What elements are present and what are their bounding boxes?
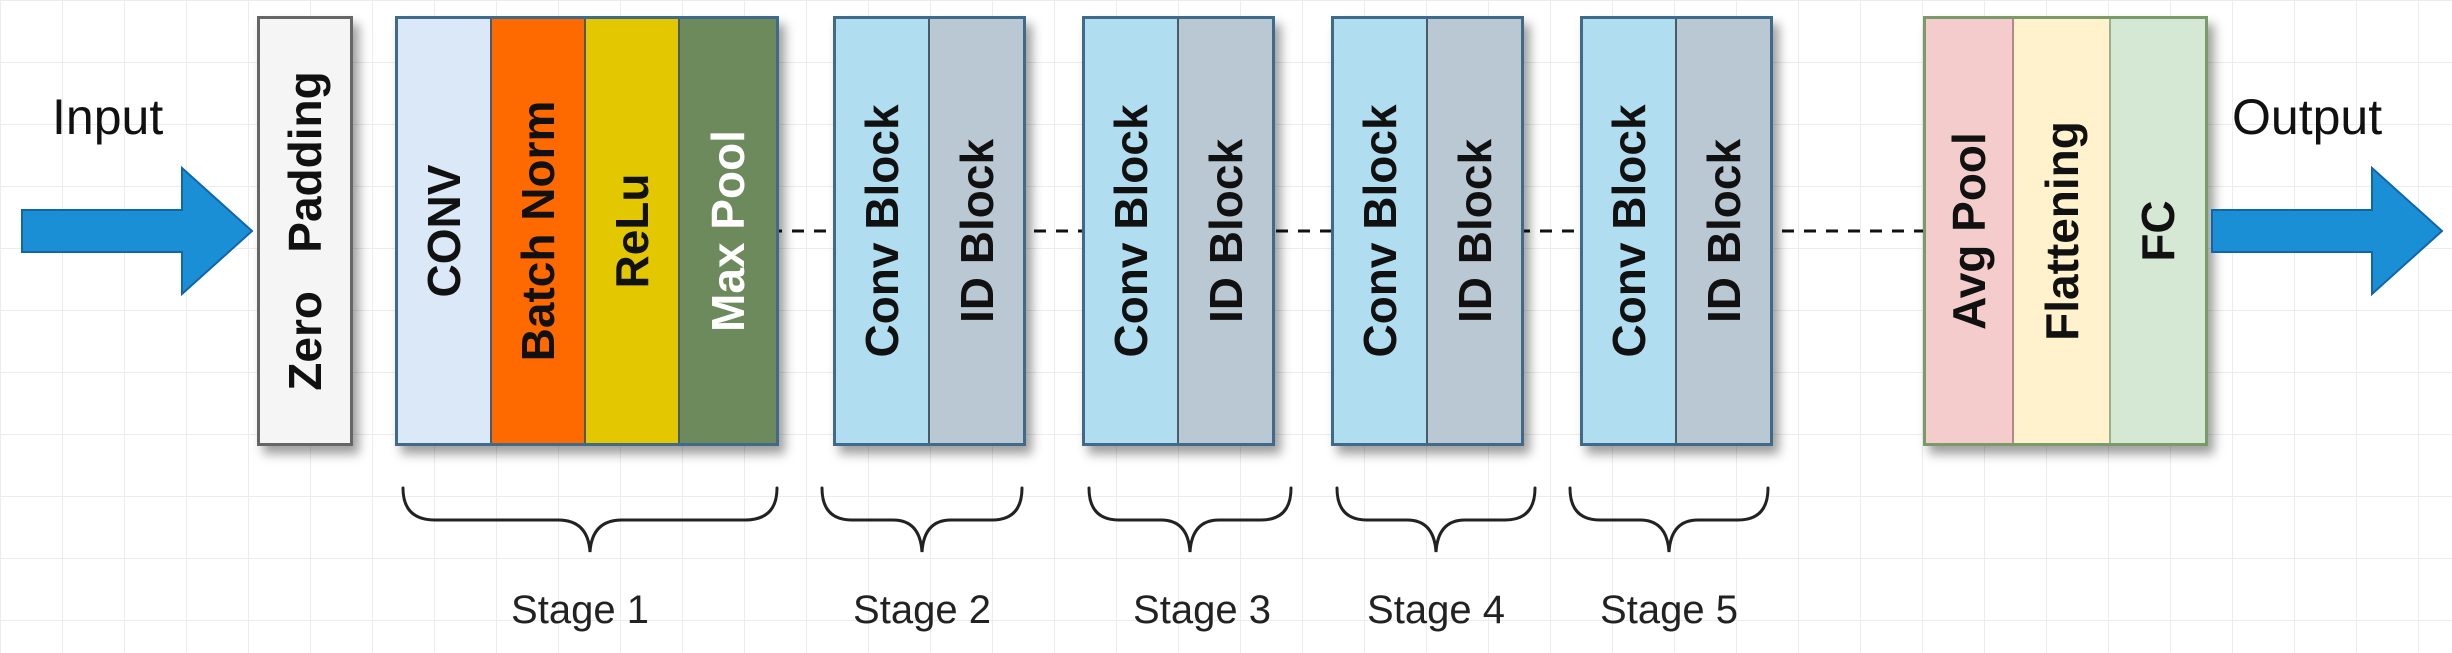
stage4-id-block-cell: ID Block [1428, 19, 1521, 443]
stage3-conv-block-cell: Conv Block [1085, 19, 1179, 443]
stage5-conv-block-cell: Conv Block [1583, 19, 1677, 443]
zero-padding-block: Zero Padding [257, 16, 353, 446]
stage4-label: Stage 4 [1367, 588, 1505, 632]
output-label: Output [2232, 89, 2383, 145]
output-arrow-icon [2211, 165, 2444, 297]
stage4-block: Conv Block ID Block [1331, 16, 1524, 446]
stage2-label: Stage 2 [853, 588, 991, 632]
avg-pool-cell: Avg Pool [1926, 19, 2014, 443]
stage4-brace [1335, 486, 1537, 553]
stage2-block: Conv Block ID Block [833, 16, 1026, 446]
stage1-brace [401, 486, 779, 553]
stage4-conv-block-cell: Conv Block [1334, 19, 1428, 443]
stage5-label: Stage 5 [1600, 588, 1738, 632]
stage3-id-block-cell: ID Block [1179, 19, 1272, 443]
stage2-brace [820, 486, 1024, 553]
stage3-block: Conv Block ID Block [1082, 16, 1275, 446]
batch-norm-cell: Batch Norm [492, 19, 586, 443]
stage1-label: Stage 1 [511, 588, 649, 632]
flattening-cell: Flattening [2014, 19, 2111, 443]
stage5-id-block-cell: ID Block [1677, 19, 1770, 443]
input-arrow-icon [21, 165, 254, 297]
head-block: Avg Pool Flattening FC [1923, 16, 2208, 446]
stage1-block: CONV Batch Norm ReLu Max Pool [395, 16, 779, 446]
stage2-conv-block-cell: Conv Block [836, 19, 930, 443]
stage3-brace [1087, 486, 1293, 553]
stage5-block: Conv Block ID Block [1580, 16, 1773, 446]
conv-cell: CONV [398, 19, 492, 443]
relu-cell: ReLu [586, 19, 680, 443]
fc-cell: FC [2111, 19, 2205, 443]
stage5-brace [1568, 486, 1770, 553]
stage3-label: Stage 3 [1133, 588, 1271, 632]
stage2-id-block-cell: ID Block [930, 19, 1023, 443]
input-label: Input [52, 89, 164, 145]
max-pool-cell: Max Pool [680, 19, 776, 443]
